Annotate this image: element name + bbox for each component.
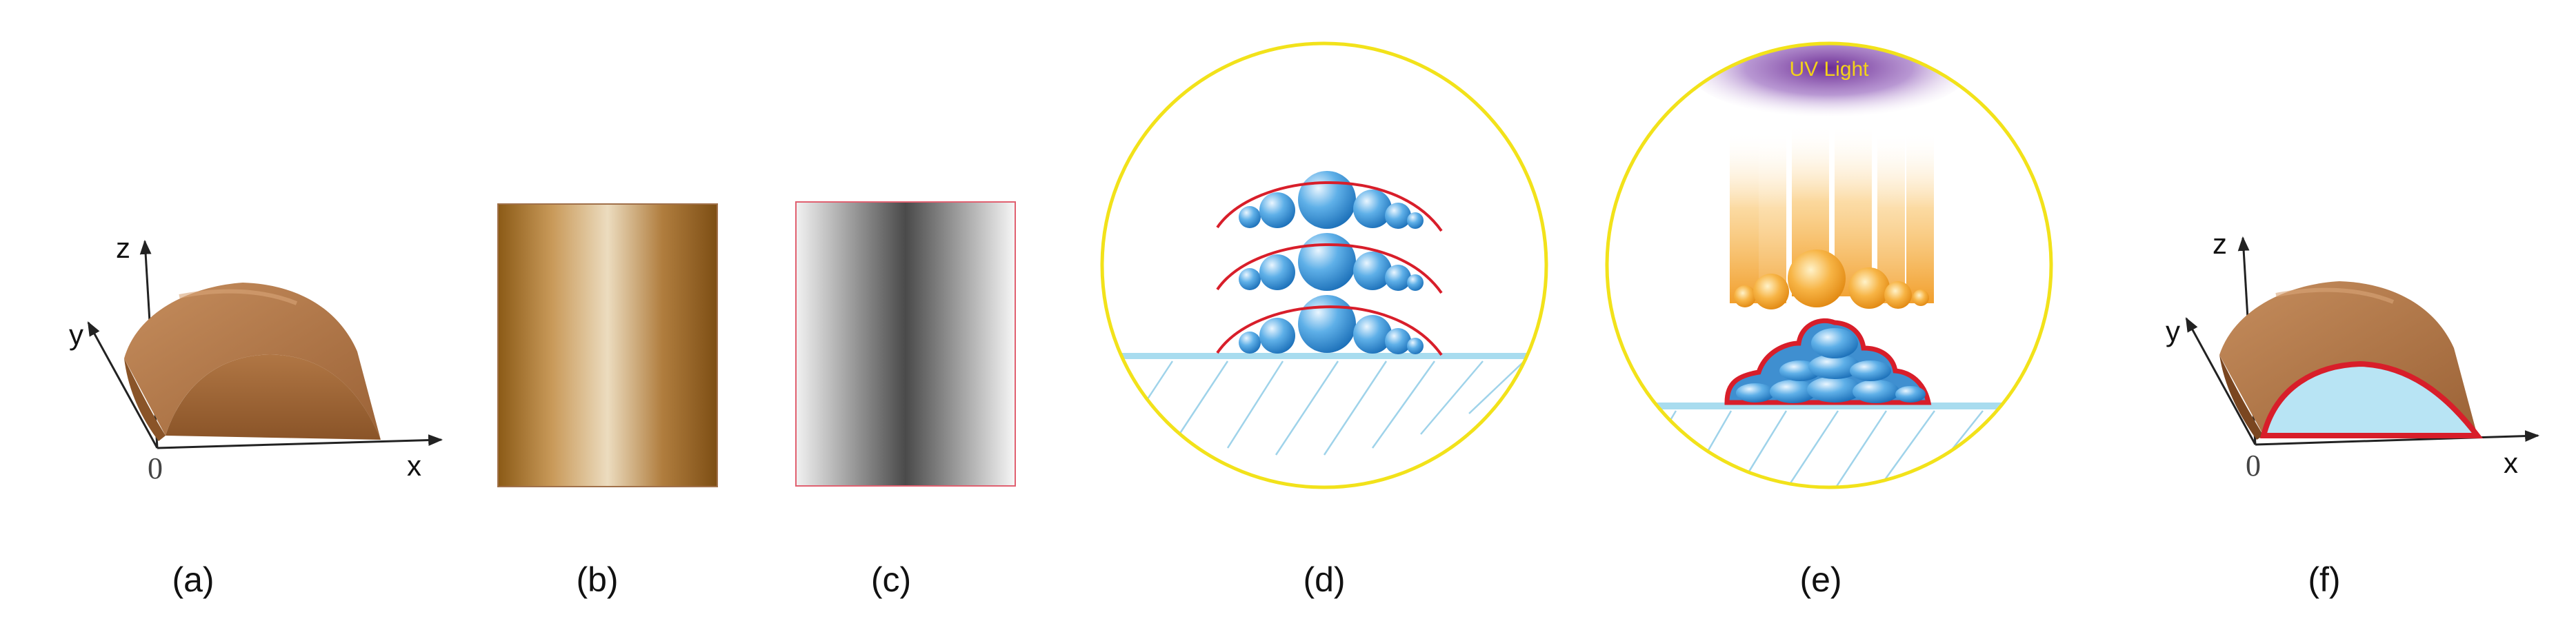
panel-e-label: (e) xyxy=(1799,560,1841,599)
profile-curve xyxy=(1216,181,1443,232)
substrate-surface xyxy=(1104,353,1545,359)
y-axis-label: y xyxy=(2166,315,2180,347)
panel-d: (d) xyxy=(1100,41,1548,599)
origin-label: 0 xyxy=(2246,449,2261,482)
y-axis-label: y xyxy=(69,318,83,351)
orange-droplets xyxy=(1734,250,1929,309)
film-shape xyxy=(124,283,381,441)
substrate-surface xyxy=(1607,403,2048,409)
profile-curve xyxy=(1216,305,1443,356)
panel-f: z y x 0 (f) xyxy=(2166,227,2540,599)
substrate-hatching xyxy=(1640,410,1984,487)
profile-curve xyxy=(1216,243,1443,294)
droplet-stack xyxy=(1216,171,1443,356)
panel-d-label: (d) xyxy=(1303,560,1345,599)
magnifier-circle xyxy=(1605,41,2053,489)
light-beams xyxy=(1730,124,1934,303)
z-axis-label: z xyxy=(2213,227,2227,260)
substrate-hatching xyxy=(1137,360,1525,456)
x-axis-label: x xyxy=(407,449,421,482)
panel-c: (c) xyxy=(795,201,1016,599)
brown-gradient-rectangle xyxy=(497,203,718,487)
film-shape-cross-section xyxy=(2219,281,2484,440)
panel-f-label: (f) xyxy=(2308,560,2340,599)
panel-c-label: (c) xyxy=(871,560,911,599)
cross-section xyxy=(2259,360,2484,438)
x-axis xyxy=(157,434,443,449)
panel-e: UV Light (e) xyxy=(1605,41,2053,599)
z-axis-label: z xyxy=(116,232,130,264)
x-axis-label: x xyxy=(2504,447,2518,479)
uv-light-label: UV Light xyxy=(1789,58,1869,81)
droplet-row-1 xyxy=(1216,171,1443,232)
panel-a: z y x 0 (a) xyxy=(69,232,443,599)
cured-droplet-stack xyxy=(1724,318,1932,405)
droplet-row-3 xyxy=(1216,295,1443,356)
y-axis xyxy=(87,321,159,449)
panel-b: (b) xyxy=(497,203,718,599)
x-axis xyxy=(2255,430,2540,446)
gray-gradient-rectangle xyxy=(795,201,1016,487)
panel-a-label: (a) xyxy=(172,560,214,599)
droplet-row-2 xyxy=(1216,233,1443,294)
y-axis xyxy=(2185,317,2257,445)
origin-label: 0 xyxy=(148,451,163,485)
panel-b-label: (b) xyxy=(576,560,618,599)
magnifier-circle xyxy=(1100,41,1548,489)
